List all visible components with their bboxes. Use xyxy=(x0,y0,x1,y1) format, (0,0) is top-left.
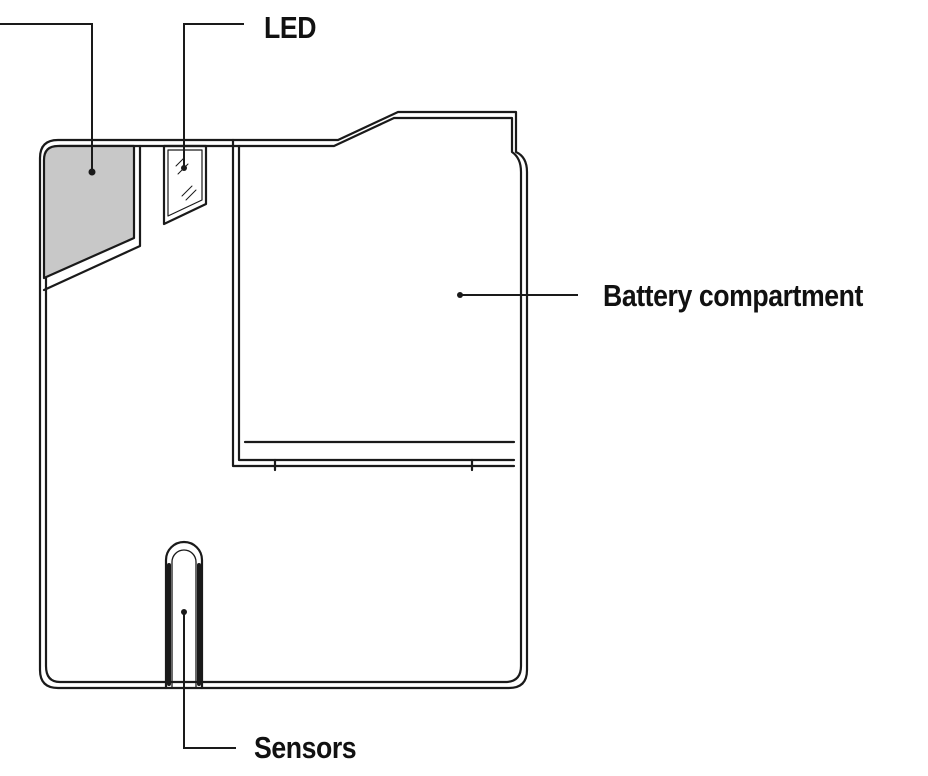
sensor-slot-inner xyxy=(171,549,197,689)
device-body-outline xyxy=(38,110,529,690)
shaded-panel-edge xyxy=(42,144,142,292)
leader-dot-led xyxy=(181,165,187,171)
shaded-panel xyxy=(42,144,136,280)
battery-compartment-outline xyxy=(231,138,516,468)
leader-dot-sensors xyxy=(181,609,187,615)
led-window xyxy=(162,144,208,226)
battery-compartment-label: Battery compartment xyxy=(603,278,863,313)
leader-dot-panel xyxy=(88,168,96,176)
leader-dot-battery xyxy=(457,292,463,298)
leader-line-led xyxy=(183,23,244,166)
led-glass-glint-2 xyxy=(181,185,197,201)
sensors-label: Sensors xyxy=(254,730,357,765)
sensor-slot-outer xyxy=(164,540,204,690)
battery-compartment-inner xyxy=(237,144,516,462)
led-label: LED xyxy=(264,10,317,45)
led-window-inner xyxy=(167,149,203,217)
leader-line-sensors xyxy=(183,612,236,749)
leader-line-panel xyxy=(0,23,93,170)
